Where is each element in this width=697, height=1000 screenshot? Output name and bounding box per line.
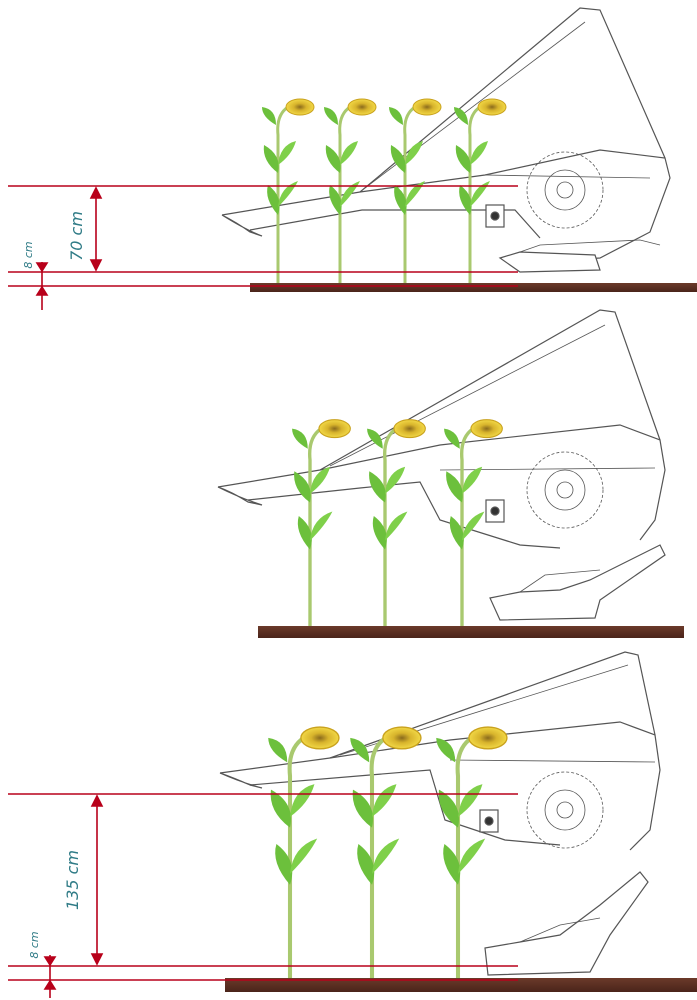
dimension-label-header-height: 70 cm [67,211,86,261]
dimension-label-stubble-height: 8 cm [28,931,41,958]
panel-2 [217,309,684,638]
sunflower-row [268,727,507,980]
sunflower-plant [452,97,508,287]
sunflower-row [290,418,505,630]
panel-3: 135 cm 8 cm [8,651,697,998]
soil-strip [225,978,697,992]
soil-strip [250,283,697,292]
sunflower-plant [365,418,427,630]
sunflower-plant [290,418,352,630]
sunflower-plant [260,97,316,287]
header-machine [221,7,671,273]
panel-1: 70 cm 8 cm [8,7,697,310]
sunflower-plant [387,97,443,287]
sunflower-row [260,97,508,287]
sunflower-plant [436,727,507,980]
dimension-label-header-height: 135 cm [63,850,82,910]
sunflower-plant [322,97,378,287]
dimension-lines [8,793,518,998]
soil-strip [258,626,684,638]
dimension-label-stubble-height: 8 cm [22,241,35,268]
sunflower-plant [350,727,421,980]
dimension-lines [8,185,518,310]
header-machine [217,309,666,621]
